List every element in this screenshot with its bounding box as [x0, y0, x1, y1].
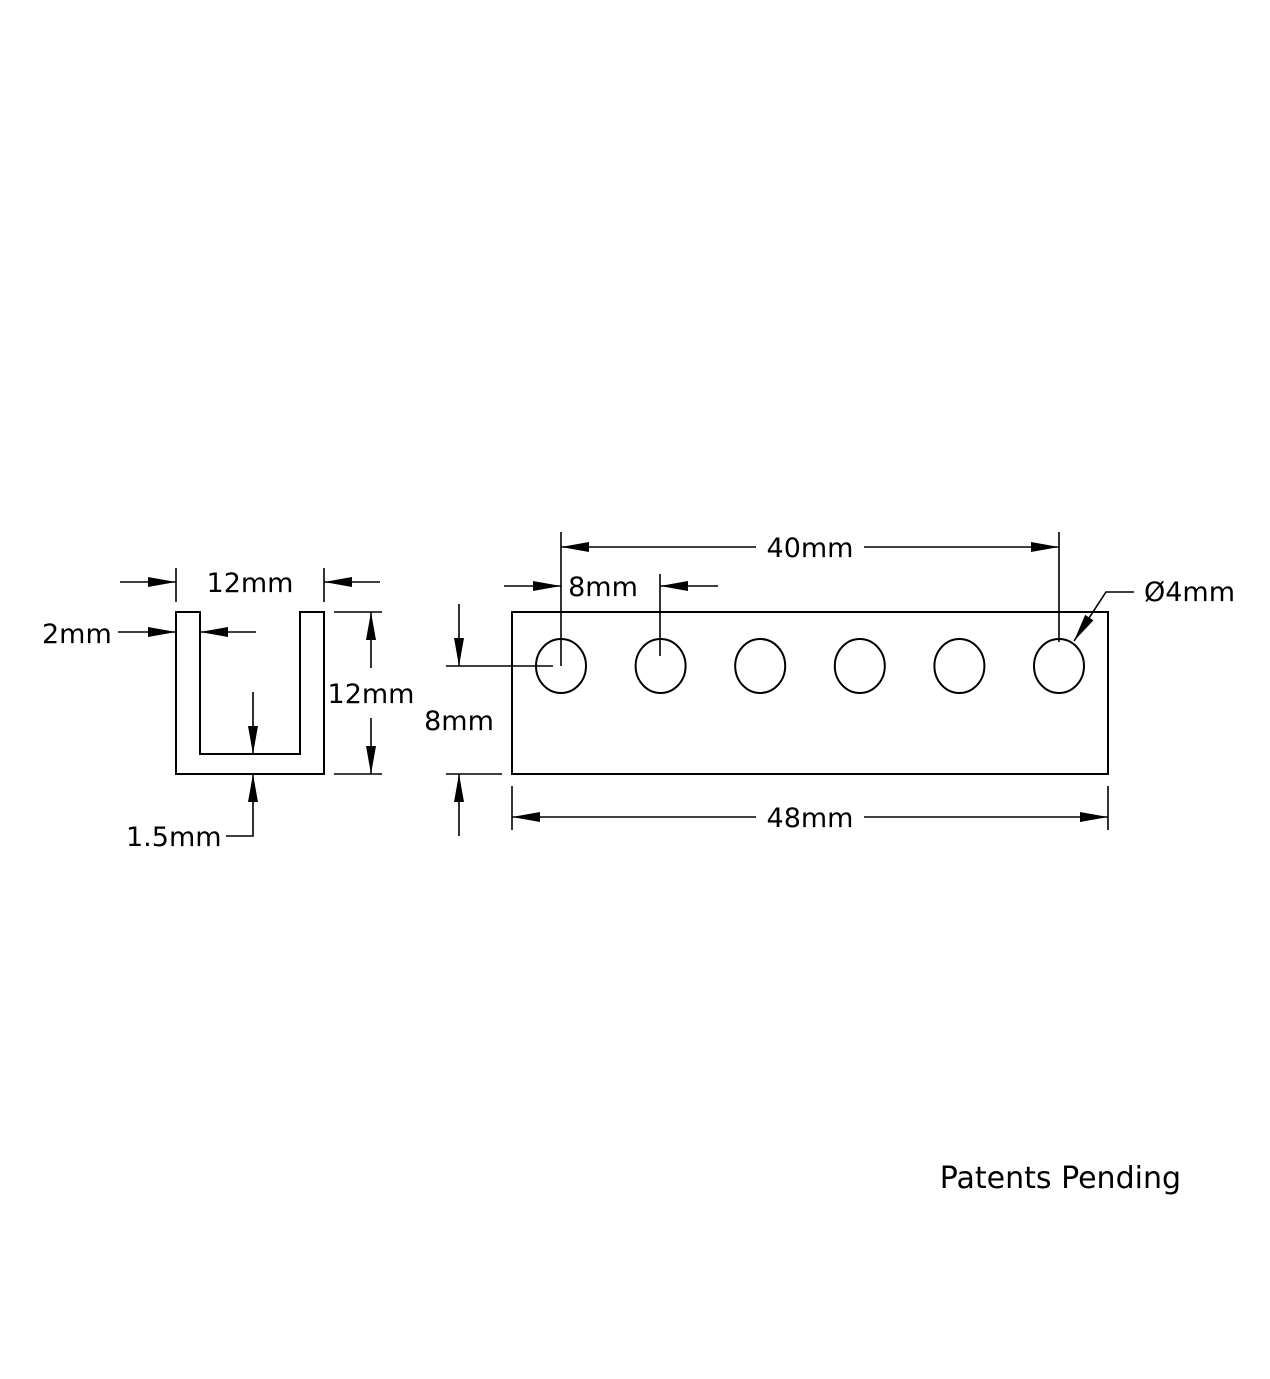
top-view: 40mm 8mm Ø4mm 8mm 48mm — [424, 532, 1235, 836]
mounting-hole — [933, 638, 986, 694]
side-width-label: 12mm — [207, 568, 294, 599]
hole-diameter-label: Ø4mm — [1144, 577, 1235, 608]
side-width-dimension: 12mm — [120, 568, 380, 602]
hole-offset-dimension: 8mm — [424, 604, 553, 836]
base-thickness-dimension: 1.5mm — [126, 692, 258, 853]
hole-row — [535, 638, 1085, 694]
pitch-label: 8mm — [568, 572, 638, 603]
length-label: 48mm — [767, 803, 854, 834]
mounting-hole — [734, 638, 787, 694]
plate-outline — [511, 611, 1109, 775]
base-thickness-label: 1.5mm — [126, 822, 222, 853]
hole-diameter-callout: Ø4mm — [1073, 577, 1235, 642]
u-channel-profile — [175, 611, 325, 775]
mounting-hole — [1033, 638, 1085, 694]
side-view: 12mm 2mm 12mm 1.5mm — [42, 568, 414, 853]
pitch-dimension: 8mm — [504, 572, 718, 656]
wall-thickness-dimension: 2mm — [42, 619, 256, 650]
hole-offset-label: 8mm — [424, 706, 494, 737]
mounting-hole — [833, 638, 886, 694]
wall-thickness-label: 2mm — [42, 619, 112, 650]
side-height-label: 12mm — [328, 679, 415, 710]
side-height-dimension: 12mm — [328, 611, 415, 775]
span-dimension: 40mm — [560, 532, 1060, 666]
length-dimension: 48mm — [511, 786, 1109, 834]
span-label: 40mm — [767, 533, 854, 564]
patents-note: Patents Pending — [940, 1161, 1181, 1196]
